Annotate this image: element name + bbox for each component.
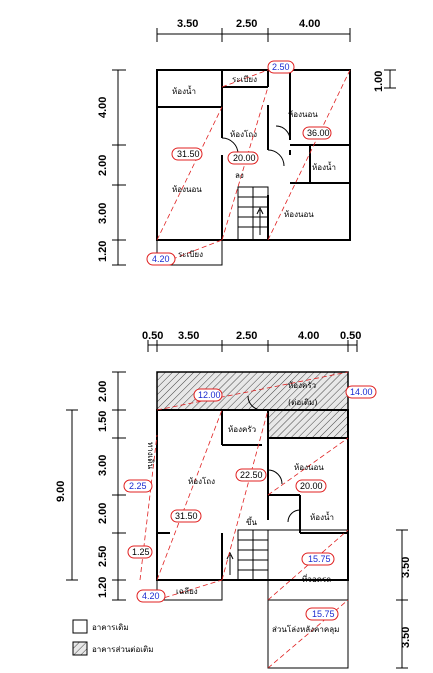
- ground-area-hall-center: 22.50: [240, 470, 263, 480]
- upper-floor-plan: 3.50 2.50 4.00 4.00 2.00 3.00 1.20 1.00: [97, 18, 396, 266]
- ground-area-porch: 4.20: [142, 591, 160, 601]
- left-dim-4: 1.20: [97, 241, 109, 262]
- ground-left-dim-6: 1.20: [97, 577, 109, 598]
- upper-area-bed-top-right: 36.00: [307, 128, 330, 138]
- ground-top-dim-3: 2.50: [236, 330, 257, 342]
- ground-kitchen-ext-sub-label: (ต่อเติม): [288, 398, 317, 407]
- upper-hall-label: ห้องโถง: [230, 129, 257, 139]
- right-dim: 1.00: [373, 71, 385, 92]
- ground-area-covered-ext: 15.75: [312, 609, 335, 619]
- upper-stair-label: ลง: [235, 171, 244, 180]
- ground-stair-label: ขึ้น: [246, 516, 257, 527]
- legend: อาคารเดิม อาคารส่วนต่อเติม: [72, 619, 153, 656]
- ground-left-dim-2: 1.50: [97, 411, 109, 432]
- left-dim-3: 3.00: [97, 203, 109, 224]
- ground-left-dim-1: 2.00: [97, 381, 109, 402]
- ground-left-dim-5: 2.50: [97, 546, 109, 567]
- legend-extension-label: อาคารส่วนต่อเติม: [92, 645, 153, 654]
- left-dim-1: 4.00: [97, 97, 109, 118]
- ground-bed-label: ห้องนอน: [294, 463, 324, 472]
- top-dim-3: 4.00: [299, 18, 320, 30]
- ground-area-kitchen-ext: 14.00: [350, 387, 373, 397]
- legend-extension-swatch: [72, 641, 88, 656]
- ground-kitchen-label: ห้องครัว: [228, 425, 256, 434]
- ground-floor-plan: 0.50 3.50 2.50 4.00 0.50 2.00 1.50 3.00 …: [55, 330, 412, 669]
- upper-bed-bottom-right-label: ห้องนอน: [284, 210, 314, 219]
- ground-kitchen-ext-label: ห้องครัว: [288, 381, 316, 390]
- ground-area-bed: 20.00: [300, 481, 323, 491]
- upper-area-balcony-bottom: 4.20: [152, 254, 170, 264]
- ground-right-dim-2: 3.50: [400, 627, 412, 648]
- upper-bath-right-label: ห้องน้ำ: [312, 161, 336, 172]
- upper-bed-top-right-label: ห้องนอน: [288, 110, 318, 119]
- left-dim-2: 2.00: [97, 155, 109, 176]
- ground-top-dim-5: 0.50: [340, 330, 361, 342]
- ground-area-carport: 15.75: [308, 554, 331, 564]
- ground-bath-label: ห้องน้ำ: [310, 511, 334, 522]
- upper-area-bed-left: 31.50: [177, 149, 200, 159]
- ground-area-stair-left: 1.25: [132, 547, 150, 557]
- legend-existing-label: อาคารเดิม: [92, 623, 129, 632]
- top-dim-1: 3.50: [177, 18, 198, 30]
- ground-area-side-walk: 2.25: [129, 481, 147, 491]
- ground-top-dim-4: 4.00: [298, 330, 319, 342]
- ground-hall-label: ห้องโถง: [188, 476, 215, 486]
- ground-left-dim-3: 3.00: [97, 455, 109, 476]
- upper-bed-left-label: ห้องนอน: [172, 185, 202, 194]
- ground-porch-label: เฉลียง: [176, 587, 198, 596]
- ground-area-left-strip: 12.00: [198, 390, 221, 400]
- ground-left-dim-4: 2.00: [97, 503, 109, 524]
- upper-area-balcony-top: 2.50: [272, 62, 290, 72]
- ground-side-walk-label: ทางเดิน: [146, 442, 155, 470]
- ground-area-hall-left: 31.50: [175, 511, 198, 521]
- legend-existing-swatch: [72, 619, 88, 634]
- top-dim-2: 2.50: [236, 18, 257, 30]
- ground-covered-ext-label: ส่วนโล่งหลังคาคลุม: [272, 624, 339, 634]
- ground-right-dim-1: 3.50: [400, 557, 412, 578]
- ground-top-dim-2: 3.50: [178, 330, 199, 342]
- upper-bath-left-label: ห้องน้ำ: [172, 85, 196, 96]
- upper-balcony-top-label: ระเบียง: [232, 75, 257, 84]
- ground-top-dim-1: 0.50: [142, 330, 163, 342]
- ground-carport-label: ที่จอดรถ: [302, 573, 331, 584]
- ground-total-dim: 9.00: [55, 481, 67, 502]
- upper-area-hall: 20.00: [233, 153, 256, 163]
- upper-balcony-bottom-label: ระเบียง: [178, 250, 203, 259]
